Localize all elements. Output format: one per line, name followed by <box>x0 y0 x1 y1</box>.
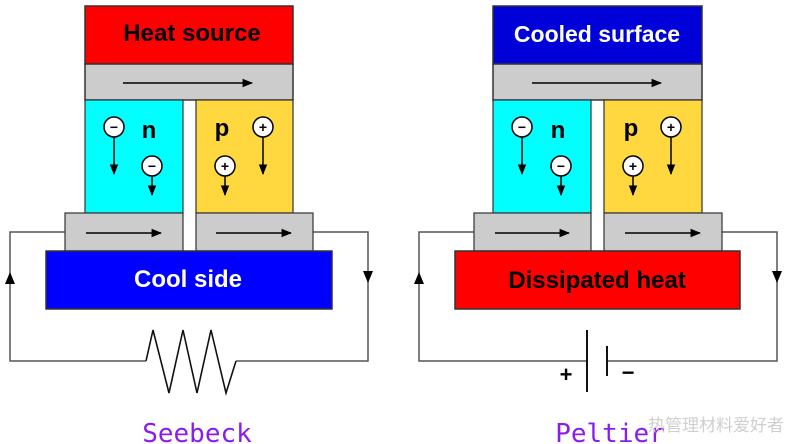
peltier-top-conductor <box>492 63 703 101</box>
peltier-bottom-block <box>454 250 741 310</box>
peltier-bottom-conductor-left <box>473 212 592 252</box>
seebeck-current-down-arrow-icon <box>363 271 373 283</box>
seebeck-bottom-block <box>45 250 333 310</box>
seebeck-caption: Seebeck <box>142 419 252 444</box>
peltier-bottom-label: Dissipated heat <box>508 267 685 294</box>
seebeck-top-conductor <box>84 63 294 101</box>
seebeck-wire-left <box>9 231 146 362</box>
seebeck-wire-right <box>236 231 369 362</box>
seebeck-top-label: Heat source <box>123 20 260 47</box>
resistor-icon <box>145 329 237 397</box>
peltier-caption: Peltier <box>555 419 665 444</box>
peltier-wire-right <box>607 231 778 362</box>
seebeck-p-label: p <box>215 115 230 142</box>
seebeck-n-label: n <box>142 117 157 144</box>
peltier-p-leg <box>603 99 703 214</box>
seebeck-n-leg <box>84 99 184 214</box>
electron-sign: − <box>518 119 526 135</box>
peltier-top-label: Cooled surface <box>514 21 680 47</box>
electron-sign: − <box>557 158 565 174</box>
hole-sign: + <box>667 119 675 135</box>
seebeck-bottom-conductor-right <box>195 212 314 252</box>
hole-sign: + <box>259 119 267 135</box>
peltier-p-label: p <box>624 115 639 142</box>
seebeck-p-leg <box>195 99 294 214</box>
electron-sign: − <box>148 158 156 174</box>
peltier-n-leg <box>492 99 592 214</box>
peltier-n-label: n <box>551 117 566 144</box>
watermark: 热管理材料爱好者 <box>648 416 784 436</box>
battery-icon <box>586 330 608 392</box>
seebeck-bottom-label: Cool side <box>134 266 242 293</box>
battery-minus-label: − <box>622 360 635 385</box>
peltier-current-down-arrow-icon <box>772 271 782 283</box>
peltier-bottom-conductor-right <box>603 212 723 252</box>
battery-plus-label: + <box>560 362 573 387</box>
peltier-current-up-arrow-icon <box>414 272 424 284</box>
hole-sign: + <box>221 158 229 174</box>
peltier-diagram: + − Cooled surface n − − p + + Dissipa <box>414 5 782 444</box>
seebeck-diagram: Heat source n − − p + + Cool side Seebec… <box>5 5 373 444</box>
seebeck-current-up-arrow-icon <box>5 272 15 284</box>
electron-sign: − <box>110 119 118 135</box>
seebeck-bottom-conductor-left <box>64 212 184 252</box>
hole-sign: + <box>629 158 637 174</box>
seebeck-top-block <box>84 5 294 65</box>
peltier-wire-left <box>418 231 587 362</box>
